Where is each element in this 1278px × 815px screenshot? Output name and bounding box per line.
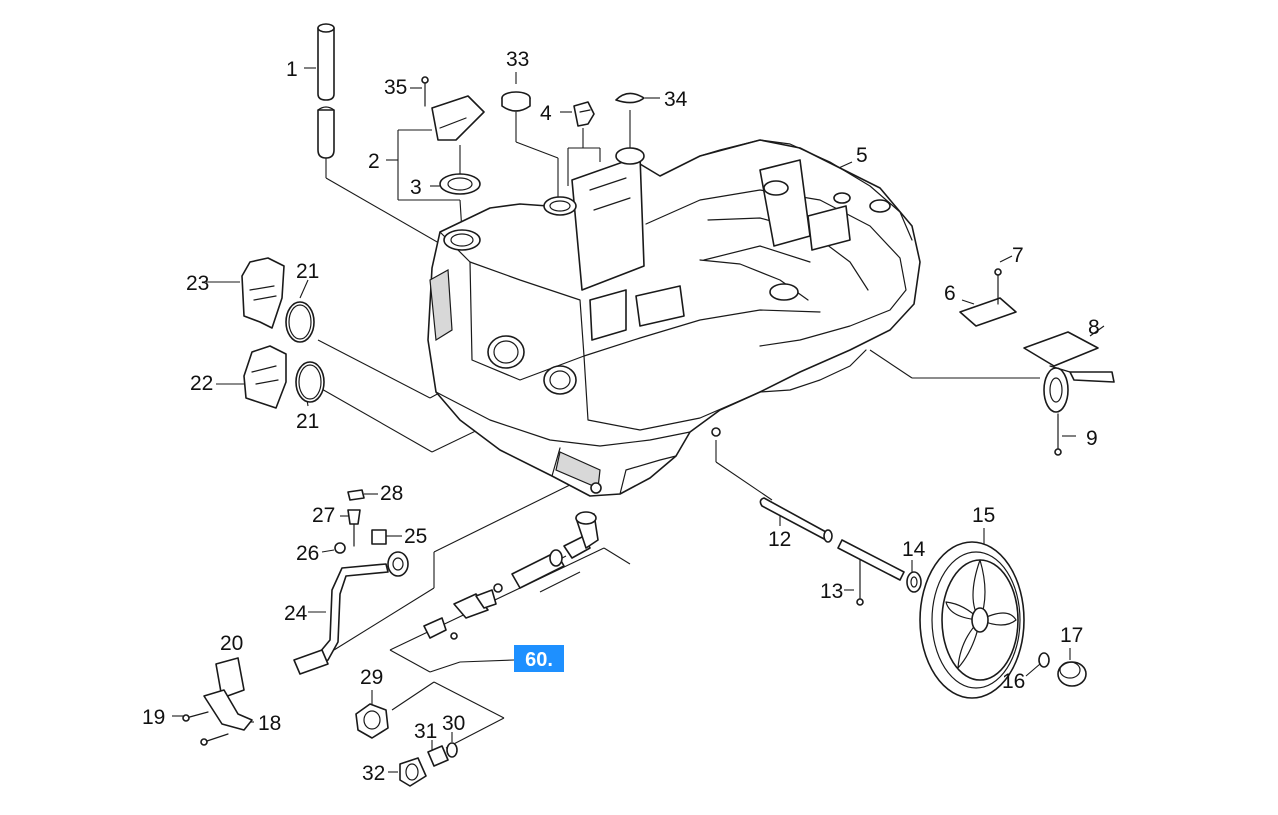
callout-4: 4 bbox=[540, 102, 552, 125]
callout-2: 2 bbox=[368, 150, 380, 173]
bolt-9 bbox=[1054, 413, 1062, 456]
cap-33 bbox=[501, 91, 531, 112]
nut-32 bbox=[399, 757, 427, 787]
callout-26: 26 bbox=[296, 542, 319, 565]
callout-8: 8 bbox=[1088, 316, 1100, 339]
callout-20: 20 bbox=[220, 632, 243, 655]
o-ring-21a bbox=[285, 301, 315, 343]
wheel-15 bbox=[919, 541, 1025, 699]
seal-30 bbox=[446, 742, 458, 758]
cap-34 bbox=[615, 92, 645, 104]
callout-33: 33 bbox=[506, 48, 529, 71]
main-chassis bbox=[427, 139, 921, 497]
clip-28 bbox=[347, 489, 365, 501]
callout-16: 16 bbox=[1002, 670, 1025, 693]
callout-13: 13 bbox=[820, 580, 843, 603]
assembly-60 bbox=[423, 511, 599, 640]
washer-14 bbox=[906, 571, 922, 593]
bracket-20 bbox=[215, 657, 245, 699]
hub-cap-17 bbox=[1057, 661, 1087, 687]
axle-12 bbox=[759, 497, 833, 543]
holder-22 bbox=[243, 345, 287, 409]
screw-19 bbox=[182, 711, 229, 746]
callout-30: 30 bbox=[442, 712, 465, 735]
callout-23: 23 bbox=[186, 272, 209, 295]
callout-7: 7 bbox=[1012, 244, 1024, 267]
pin-27 bbox=[347, 509, 361, 547]
callout-21a: 21 bbox=[296, 260, 319, 283]
callout-18: 18 bbox=[258, 712, 281, 735]
plate-6 bbox=[959, 268, 1017, 327]
callout-3: 3 bbox=[410, 176, 422, 199]
o-ring-21b bbox=[295, 361, 325, 403]
screw-26 bbox=[334, 542, 346, 554]
highlight-60[interactable]: 60. bbox=[514, 645, 564, 672]
callout-21b: 21 bbox=[296, 410, 319, 433]
seal-ring-3 bbox=[439, 173, 481, 195]
callout-5: 5 bbox=[856, 144, 868, 167]
pipe-24 bbox=[293, 551, 409, 675]
screw-35 bbox=[421, 76, 429, 107]
callout-29: 29 bbox=[360, 666, 383, 689]
callout-1: 1 bbox=[286, 58, 298, 81]
callout-9: 9 bbox=[1086, 427, 1098, 450]
callout-22: 22 bbox=[190, 372, 213, 395]
coupling-29 bbox=[355, 703, 389, 739]
highlight-60-label: 60. bbox=[525, 649, 553, 671]
washer-16 bbox=[1038, 652, 1050, 668]
axle-13 bbox=[837, 539, 905, 606]
clip-4 bbox=[573, 101, 595, 127]
nipple-31 bbox=[427, 745, 449, 767]
holder-23 bbox=[241, 257, 285, 329]
highlight-60-box bbox=[514, 645, 564, 672]
callout-15: 15 bbox=[972, 504, 995, 527]
callout-17: 17 bbox=[1060, 624, 1083, 647]
callout-28: 28 bbox=[380, 482, 403, 505]
callout-35: 35 bbox=[384, 76, 407, 99]
callout-34: 34 bbox=[664, 88, 688, 111]
callout-24: 24 bbox=[284, 602, 308, 625]
callout-12: 12 bbox=[768, 528, 791, 551]
callout-32: 32 bbox=[362, 762, 385, 785]
callout-14: 14 bbox=[902, 538, 926, 561]
clip-25 bbox=[371, 529, 387, 545]
lid-part-2 bbox=[431, 95, 485, 141]
bracket-18 bbox=[203, 689, 253, 731]
callout-31: 31 bbox=[414, 720, 437, 743]
callout-27: 27 bbox=[312, 504, 335, 527]
caster-8 bbox=[1023, 331, 1115, 413]
callout-labels: 1 2 3 4 5 6 7 8 9 12 13 14 15 16 17 18 1… bbox=[142, 48, 1100, 785]
callout-19: 19 bbox=[142, 706, 165, 729]
callout-25: 25 bbox=[404, 525, 427, 548]
callout-6: 6 bbox=[944, 282, 956, 305]
tube-part bbox=[317, 23, 335, 159]
